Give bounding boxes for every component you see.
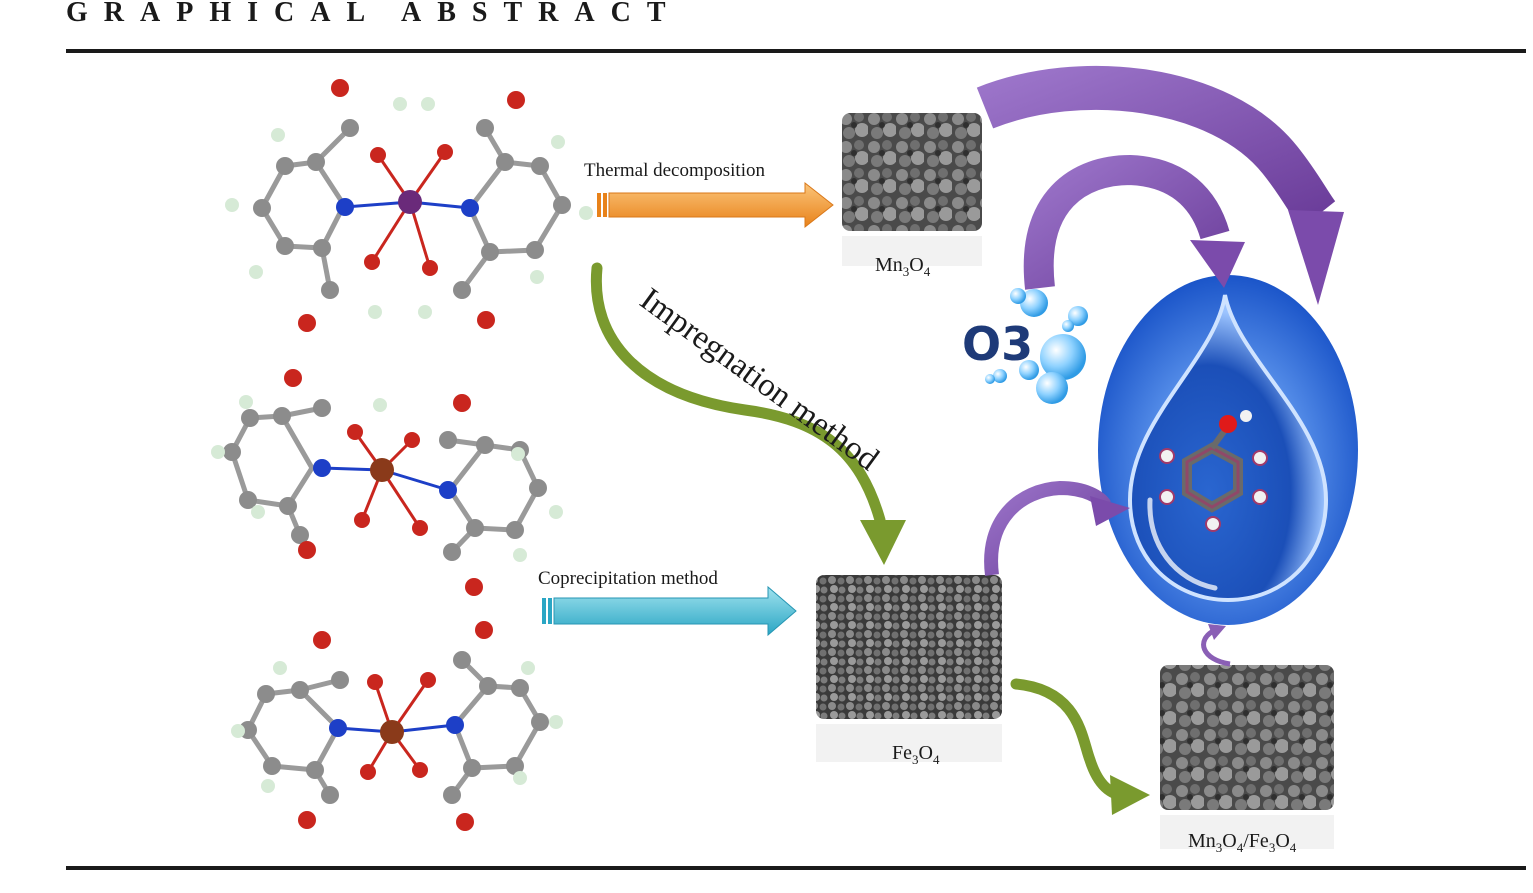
fe3o4-purple-arrow [984,480,1130,576]
big-purple-arrow [976,65,1344,305]
water-droplet [1098,275,1358,625]
mn3o4-label: Mn3O4 [875,254,931,279]
fe-complex-molecule [231,621,563,831]
composite-purple-arrow [1201,624,1231,667]
thermal-decomposition-label: Thermal decomposition [584,160,765,181]
top-rule [66,49,1526,53]
ozone-bubbles [985,288,1088,404]
phenol-molecule [1159,410,1268,532]
ozone-purple-arrow [1023,154,1245,290]
ozone-label: O3 [962,317,1033,371]
metal-complex-molecule-2 [211,369,563,596]
composite-sem-image [1160,665,1334,849]
bottom-rule [66,866,1526,870]
coprecipitation-arrow [542,585,797,637]
coprecipitation-label: Coprecipitation method [538,568,718,589]
mn3o4-sem-image [842,113,982,266]
impregnation-method-label: Impregnation method [633,281,885,478]
fe3o4-label: Fe3O4 [892,742,940,767]
graphical-abstract-heading: GRAPHICAL ABSTRACT [66,0,682,28]
impregnation-arrow [590,262,906,565]
mn3o4-fe3o4-label: Mn3O4/Fe3O4 [1188,830,1297,855]
fe3o4-sem-image [816,575,1002,762]
fe3o4-to-composite-arrow [1010,678,1150,815]
mn-complex-molecule [225,79,593,332]
thermal-decomposition-arrow [597,181,834,229]
